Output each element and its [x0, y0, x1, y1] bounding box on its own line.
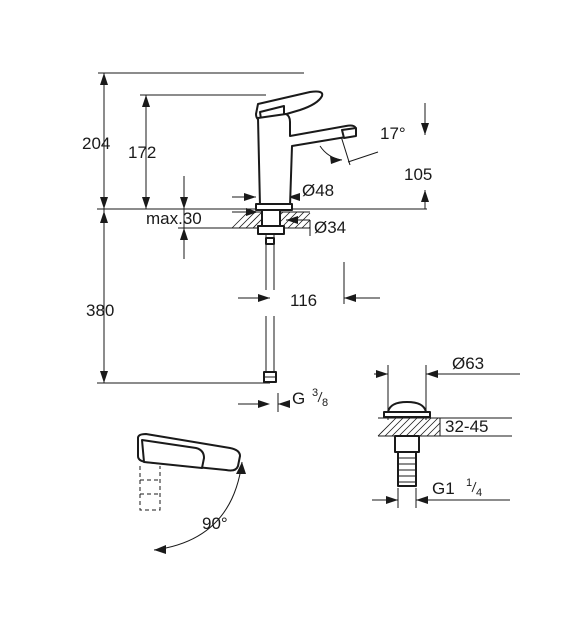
label-17-degree: 17°	[380, 124, 406, 143]
hatch-line	[287, 211, 305, 229]
hatch-line	[412, 417, 432, 437]
hatch-line	[377, 417, 397, 437]
faucet-body	[255, 90, 357, 211]
hatch-line	[433, 429, 441, 437]
label-g38-main: G	[292, 389, 305, 408]
hatch-line	[426, 422, 441, 437]
label-g114-num: 1	[466, 477, 472, 489]
countertop-section	[231, 209, 311, 235]
label-116: 116	[290, 291, 317, 310]
supply-hose	[263, 234, 277, 383]
hatch-line	[301, 219, 311, 229]
dimension-arrows-waste	[376, 370, 438, 504]
hatch-line	[391, 417, 411, 437]
label-90-degree: 90°	[202, 514, 228, 533]
hatch-line	[419, 417, 439, 437]
hatch-line	[294, 212, 311, 229]
label-d34: Ø34	[314, 218, 346, 237]
label-g114-den: 4	[476, 487, 482, 499]
hatch-line	[405, 417, 425, 437]
label-d48: Ø48	[302, 181, 334, 200]
label-max30: max.30	[146, 209, 202, 228]
label-d63: Ø63	[452, 354, 484, 373]
hatch-line	[245, 211, 263, 229]
dimension-arrows-main	[100, 73, 429, 408]
lever-rotation-detail	[137, 433, 246, 554]
label-g114-main: G1	[432, 479, 455, 498]
hatch-line	[308, 226, 311, 229]
hatch-line	[238, 211, 256, 229]
label-g38-den: 8	[322, 397, 328, 409]
label-32-45: 32-45	[445, 417, 488, 436]
label-204: 204	[82, 134, 110, 153]
dimension-labels: 204 172 17° 105 Ø48 max.30 Ø34 116 380 G…	[82, 124, 488, 533]
popup-waste	[372, 365, 520, 508]
hatch-line	[398, 417, 418, 437]
label-105: 105	[404, 165, 432, 184]
hatch-line	[231, 211, 249, 229]
label-380: 380	[86, 301, 114, 320]
hatch-line	[384, 417, 404, 437]
label-172: 172	[128, 143, 156, 162]
label-g38-num: 3	[312, 387, 318, 399]
